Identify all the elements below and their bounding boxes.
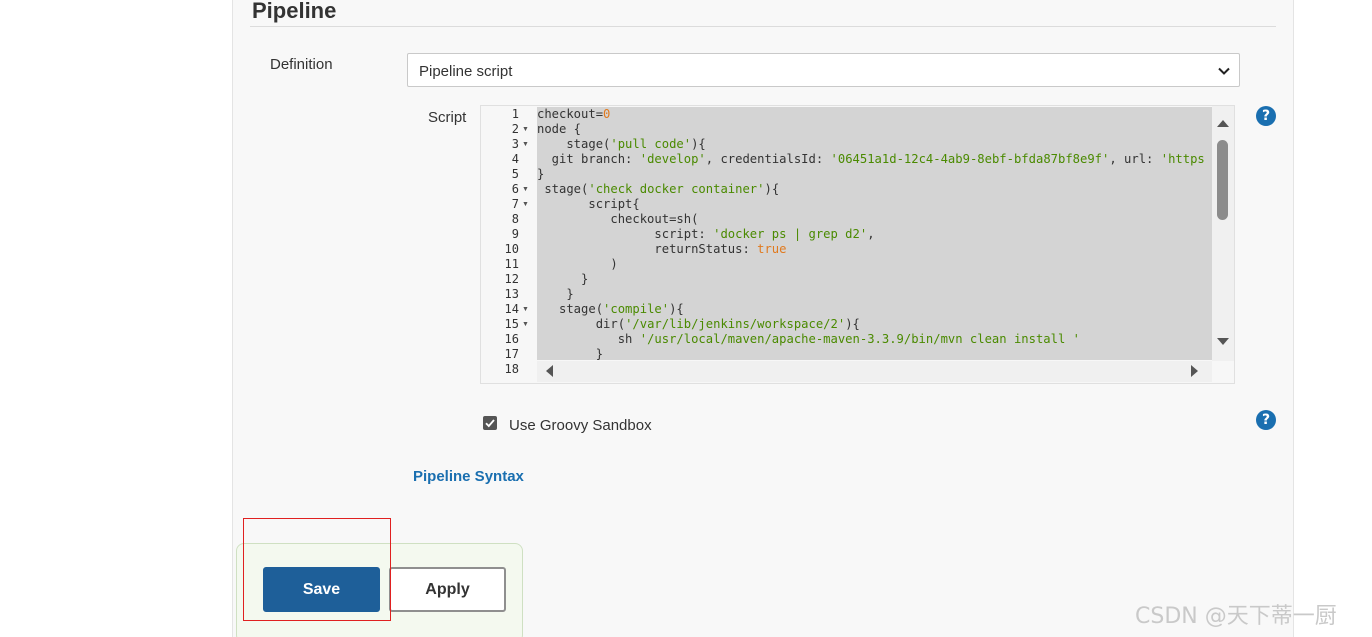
scrollbar-thumb[interactable] bbox=[1217, 140, 1228, 220]
line-number: 6 bbox=[511, 182, 519, 196]
code-line[interactable]: script: 'docker ps | grep d2', bbox=[537, 227, 875, 241]
line-number: 3 bbox=[511, 137, 519, 151]
line-number: 15 bbox=[504, 317, 519, 331]
fold-toggle-icon[interactable]: ▼ bbox=[522, 201, 529, 208]
highlight-box bbox=[243, 518, 391, 621]
code-line[interactable]: } bbox=[537, 287, 574, 301]
line-number: 1 bbox=[511, 107, 519, 121]
section-divider bbox=[250, 26, 1276, 27]
fold-toggle-icon[interactable]: ▼ bbox=[522, 186, 529, 193]
line-number: 5 bbox=[511, 167, 519, 181]
help-icon[interactable]: ? bbox=[1256, 410, 1276, 430]
line-number: 17 bbox=[504, 347, 519, 361]
line-number: 14 bbox=[504, 302, 519, 316]
code-line[interactable]: script{ bbox=[537, 197, 640, 211]
groovy-sandbox-checkbox[interactable] bbox=[483, 416, 497, 430]
code-line[interactable]: sh '/usr/local/maven/apache-maven-3.3.9/… bbox=[537, 332, 1080, 346]
fold-toggle-icon[interactable]: ▼ bbox=[522, 306, 529, 313]
line-number: 2 bbox=[511, 122, 519, 136]
code-line[interactable]: checkout=sh( bbox=[537, 212, 699, 226]
code-line[interactable]: git branch: 'develop', credentialsId: '0… bbox=[537, 152, 1205, 166]
chevron-down-icon bbox=[1218, 67, 1230, 75]
line-number: 10 bbox=[504, 242, 519, 256]
scroll-right-icon[interactable] bbox=[1191, 365, 1198, 377]
line-number: 16 bbox=[504, 332, 519, 346]
code-line[interactable]: } bbox=[537, 272, 589, 286]
definition-label: Definition bbox=[270, 56, 333, 73]
code-line[interactable]: stage('check docker container'){ bbox=[537, 182, 780, 196]
code-line[interactable]: dir('/var/lib/jenkins/workspace/2'){ bbox=[537, 317, 860, 331]
line-number: 8 bbox=[511, 212, 519, 226]
script-label: Script bbox=[428, 109, 467, 126]
code-line[interactable]: stage('compile'){ bbox=[537, 302, 684, 316]
vertical-scrollbar[interactable] bbox=[1212, 106, 1234, 361]
definition-select[interactable]: Pipeline script bbox=[407, 53, 1240, 87]
help-icon[interactable]: ? bbox=[1256, 106, 1276, 126]
groovy-sandbox-label[interactable]: Use Groovy Sandbox bbox=[509, 417, 652, 434]
code-line[interactable]: } bbox=[537, 167, 545, 181]
fold-toggle-icon[interactable]: ▼ bbox=[522, 321, 529, 328]
fold-toggle-icon[interactable]: ▼ bbox=[522, 126, 529, 133]
code-line[interactable]: node { bbox=[537, 122, 582, 136]
line-number: 9 bbox=[511, 227, 519, 241]
line-number: 12 bbox=[504, 272, 519, 286]
code-line[interactable]: checkout=0 bbox=[537, 107, 611, 121]
horizontal-scrollbar[interactable] bbox=[537, 361, 1212, 382]
pipeline-syntax-link[interactable]: Pipeline Syntax bbox=[413, 468, 524, 485]
definition-selected-value: Pipeline script bbox=[419, 63, 513, 80]
scroll-down-icon[interactable] bbox=[1217, 338, 1229, 345]
watermark: CSDN @天下蒂一厨 bbox=[1135, 604, 1337, 629]
code-line[interactable]: ) bbox=[537, 257, 618, 271]
line-number: 18 bbox=[504, 362, 519, 376]
line-number: 4 bbox=[511, 152, 519, 166]
code-line[interactable]: returnStatus: true bbox=[537, 242, 787, 256]
line-number: 7 bbox=[511, 197, 519, 211]
apply-button[interactable]: Apply bbox=[389, 567, 506, 612]
line-number: 13 bbox=[504, 287, 519, 301]
fold-toggle-icon[interactable]: ▼ bbox=[522, 141, 529, 148]
scroll-left-icon[interactable] bbox=[546, 365, 553, 377]
line-number: 11 bbox=[504, 257, 519, 271]
section-title: Pipeline bbox=[252, 0, 337, 23]
code-line[interactable]: stage('pull code'){ bbox=[537, 137, 706, 151]
code-line[interactable]: } bbox=[537, 347, 604, 360]
save-button[interactable]: Save bbox=[263, 567, 380, 612]
checkmark-icon bbox=[485, 419, 495, 428]
scroll-up-icon[interactable] bbox=[1217, 120, 1229, 127]
